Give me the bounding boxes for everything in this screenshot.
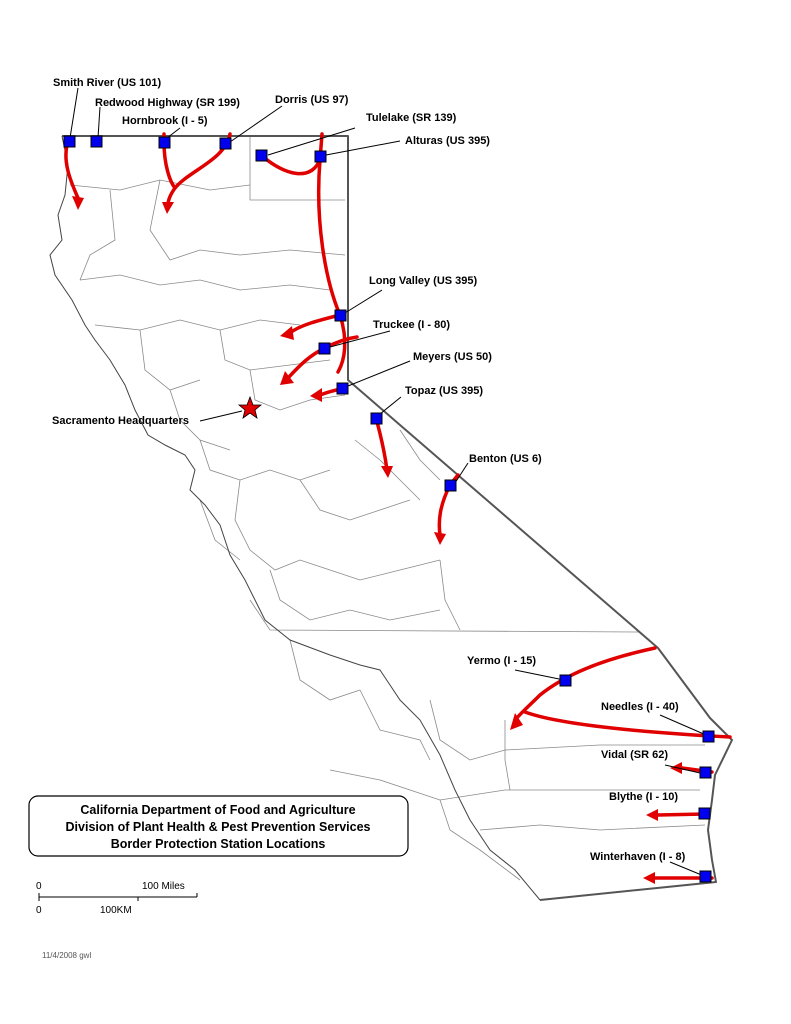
label-headquarters: Sacramento Headquarters: [52, 415, 189, 427]
label-topaz: Topaz (US 395): [405, 385, 483, 397]
station-truckee: [318, 342, 331, 355]
station-smith-river: [63, 135, 76, 148]
label-redwood-highway: Redwood Highway (SR 199): [95, 97, 240, 109]
station-dorris: [219, 137, 232, 150]
station-blythe: [698, 807, 711, 820]
label-dorris: Dorris (US 97): [275, 94, 349, 106]
label-alturas: Alturas (US 395): [405, 135, 490, 147]
route-blythe: [656, 812, 707, 817]
county-boundaries: [69, 135, 706, 881]
label-truckee: Truckee (I - 80): [373, 319, 450, 331]
arrowhead-icon: [643, 872, 655, 884]
station-topaz: [370, 412, 383, 425]
station-yermo: [559, 674, 572, 687]
station-benton: [444, 479, 457, 492]
label-winterhaven: Winterhaven (I - 8): [590, 851, 686, 863]
station-winterhaven: [699, 870, 712, 883]
label-blythe: Blythe (I - 10): [609, 791, 678, 803]
arrowhead-icon: [646, 809, 658, 821]
station-markers: [63, 135, 715, 883]
route-topaz: [374, 416, 389, 472]
station-labels: Smith River (US 101) Redwood Highway (SR…: [52, 77, 686, 863]
station-vidal: [699, 766, 712, 779]
label-needles: Needles (I - 40): [601, 701, 679, 713]
arrowhead-icon: [381, 466, 393, 478]
title-line-1: California Department of Food and Agricu…: [80, 803, 355, 817]
arrowhead-icon: [280, 326, 294, 340]
arrowhead-icon: [310, 388, 322, 402]
arrowhead-icon: [280, 371, 294, 385]
scale-zero-miles: 0: [36, 881, 42, 892]
route-needles: [523, 710, 732, 739]
headquarters-star-icon: [237, 395, 263, 419]
inspection-routes: [64, 132, 732, 884]
label-benton: Benton (US 6): [469, 453, 542, 465]
label-smith-river: Smith River (US 101): [53, 77, 162, 89]
arrowhead-icon: [434, 532, 446, 545]
label-yermo: Yermo (I - 15): [467, 655, 536, 667]
scale-km-label: 100KM: [100, 905, 132, 916]
route-smith-river: [64, 140, 80, 200]
date-note: 11/4/2008 gwl: [42, 951, 91, 960]
station-needles: [702, 730, 715, 743]
route-dorris: [166, 132, 232, 207]
state-outline: [49, 135, 733, 901]
title-line-3: Border Protection Station Locations: [111, 837, 326, 851]
station-redwood-highway: [90, 135, 103, 148]
arrowhead-icon: [72, 196, 84, 210]
station-meyers: [336, 382, 349, 395]
station-tulelake: [255, 149, 268, 162]
leader-lines: [69, 87, 707, 877]
label-long-valley: Long Valley (US 395): [369, 275, 478, 287]
station-alturas: [314, 150, 327, 163]
label-tulelake: Tulelake (SR 139): [366, 112, 457, 124]
scale-zero-km: 0: [36, 905, 42, 916]
route-yermo: [513, 646, 657, 722]
arrowhead-icon: [162, 202, 174, 214]
label-hornbrook: Hornbrook (I - 5): [122, 115, 208, 127]
route-long-valley: [288, 313, 342, 335]
label-meyers: Meyers (US 50): [413, 351, 492, 363]
route-395: [316, 158, 342, 317]
title-box: California Department of Food and Agricu…: [28, 795, 409, 857]
station-long-valley: [334, 309, 347, 322]
arrowhead-icon: [510, 713, 523, 730]
label-vidal: Vidal (SR 62): [601, 749, 668, 761]
station-hornbrook: [158, 136, 171, 149]
scale-miles-label: 100 Miles: [142, 881, 185, 892]
scale-bar: 0 100 Miles 0 100KM: [36, 881, 198, 916]
title-line-2: Division of Plant Health & Pest Preventi…: [66, 820, 371, 834]
